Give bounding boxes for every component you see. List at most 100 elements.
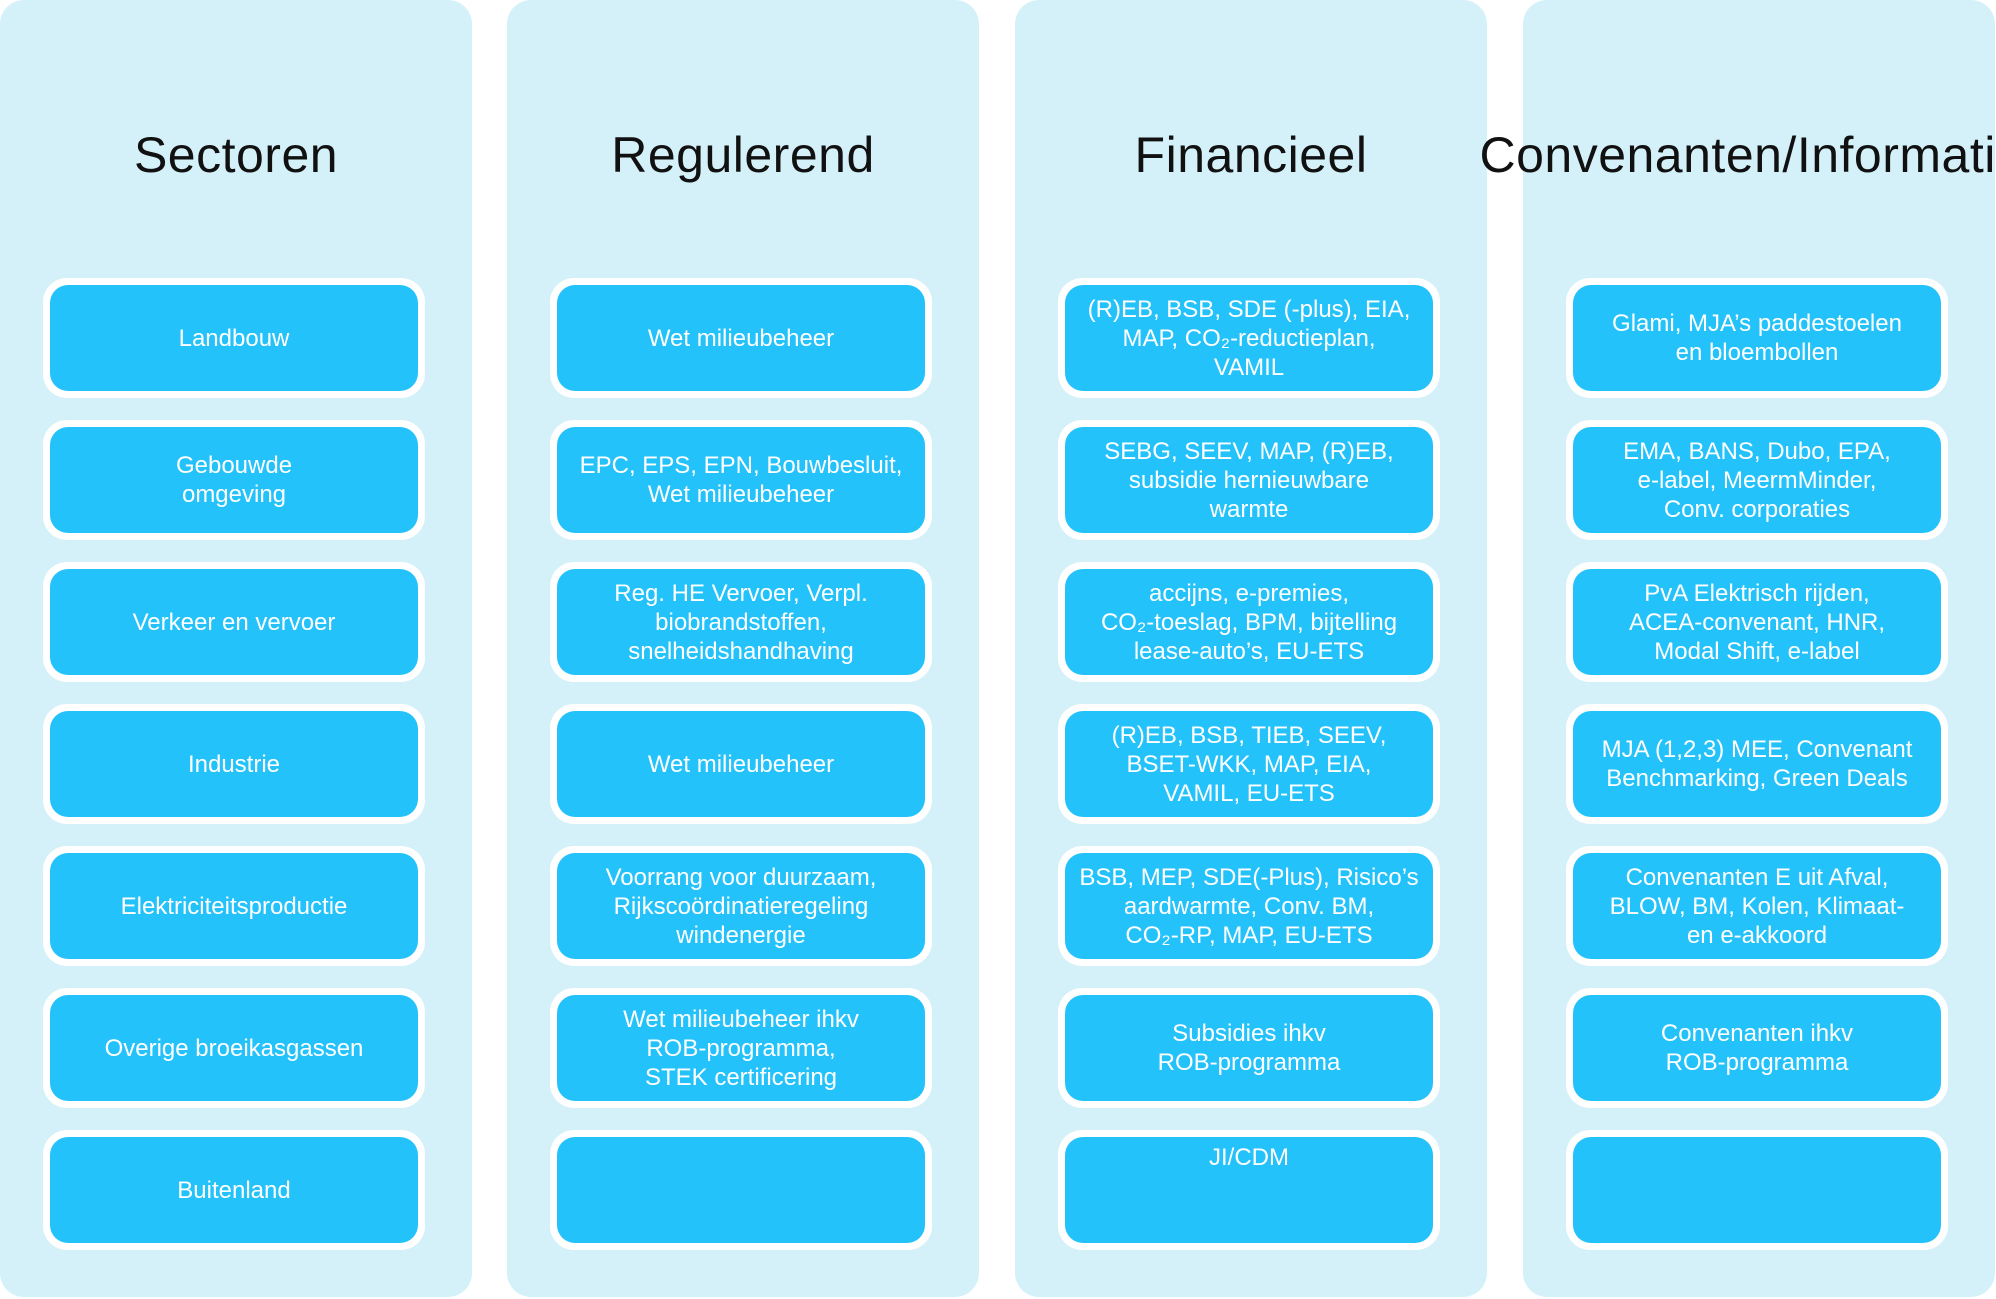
- cell-text-line: omgeving: [181, 481, 287, 508]
- cell-box: Industrie: [43, 704, 425, 824]
- cell-text-line: Convenanten ihkv: [1660, 1020, 1854, 1047]
- cell-text-line: Voorrang voor duurzaam,: [605, 863, 877, 891]
- column-title: Convenanten/Informatief: [1479, 90, 1996, 220]
- cell-text-line: Wet milieubeheer: [647, 750, 835, 778]
- column-title-line: Informatief: [1796, 127, 1996, 183]
- cell-box: EMA, BANS, Dubo, EPA,e-label, MeermMinde…: [1566, 420, 1948, 540]
- column-title-line: Financieel: [1134, 127, 1368, 183]
- cell-text-line: Conv. corporaties: [1663, 495, 1851, 523]
- cell-text-line: MAP, CO₂-reductieplan,: [1122, 324, 1376, 352]
- cell-text-line: BSET-WKK, MAP, EIA,: [1126, 750, 1372, 778]
- cell-text-line: Industrie: [187, 750, 281, 778]
- cell-text-line: (R)EB, BSB, TIEB, SEEV,: [1111, 721, 1387, 749]
- cell-box: Landbouw: [43, 278, 425, 398]
- cell-content: Overige broeikasgassen: [50, 995, 418, 1101]
- cell-content: EMA, BANS, Dubo, EPA,e-label, MeermMinde…: [1573, 427, 1941, 533]
- cell-text-line: windenergie: [676, 921, 806, 949]
- cell-text-line: Elektriciteitsproductie: [120, 892, 348, 920]
- cell-text-line: Gebouwde: [175, 452, 293, 479]
- cell-text-line: e-label, MeermMinder,: [1637, 466, 1877, 494]
- cell-text-line: Wet milieubeheer ihkv: [623, 1005, 859, 1033]
- cell-text-line: ACEA-convenant, HNR,: [1628, 608, 1886, 636]
- cell-text-line: lease-auto’s, EU-ETS: [1133, 637, 1365, 665]
- cell-text-line: Landbouw: [178, 324, 290, 352]
- cell-text-line: Reg. HE Vervoer, Verpl.: [614, 579, 868, 607]
- cell-text-line: Wet milieubeheer: [647, 481, 835, 508]
- cell-content: Verkeer en vervoer: [50, 569, 418, 675]
- cell-text-line: Wet milieubeheer: [647, 324, 835, 352]
- cell-text-line: EPC, EPS, EPN, Bouwbesluit,: [579, 452, 903, 479]
- cell-text-line: PvA Elektrisch rijden,: [1644, 579, 1870, 607]
- cell-box: Wet milieubeheer: [550, 704, 932, 824]
- cell-text-line: CO₂-toeslag, BPM, bijtelling: [1100, 608, 1398, 636]
- cell-content: Landbouw: [50, 285, 418, 391]
- cell-content: (R)EB, BSB, SDE (-plus), EIA,MAP, CO₂-re…: [1065, 285, 1433, 391]
- column-title-line: Sectoren: [133, 127, 339, 183]
- cell-box: Elektriciteitsproductie: [43, 846, 425, 966]
- cell-text-line: ROB-programma,: [646, 1034, 836, 1062]
- cell-box: Wet milieubeheer: [550, 278, 932, 398]
- cell-text-line: (R)EB, BSB, SDE (-plus), EIA,: [1087, 295, 1411, 323]
- cell-text-line: snelheidshandhaving: [628, 637, 854, 665]
- cell-box: EPC, EPS, EPN, Bouwbesluit,Wet milieubeh…: [550, 420, 932, 540]
- cell-content: PvA Elektrisch rijden,ACEA-convenant, HN…: [1573, 569, 1941, 675]
- cell-content: Voorrang voor duurzaam,Rijkscoördinatier…: [557, 853, 925, 959]
- cell-box: Voorrang voor duurzaam,Rijkscoördinatier…: [550, 846, 932, 966]
- cell-text-line: BLOW, BM, Kolen, Klimaat-: [1609, 892, 1905, 920]
- cell-text-line: Overige broeikasgassen: [104, 1034, 364, 1062]
- cell-box: [1566, 1130, 1948, 1250]
- cell-text-line: subsidie hernieuwbare: [1128, 466, 1370, 494]
- cell-box: [550, 1130, 932, 1250]
- cell-box: accijns, e-premies,CO₂-toeslag, BPM, bij…: [1058, 562, 1440, 682]
- cell-content: Elektriciteitsproductie: [50, 853, 418, 959]
- cell-box: JI/CDM: [1058, 1130, 1440, 1250]
- cell-text-line: Glami, MJA’s paddestoelen: [1612, 310, 1902, 337]
- cell-text-line: VAMIL, EU-ETS: [1163, 779, 1335, 807]
- cell-text-line: ROB-programma: [1665, 1049, 1849, 1076]
- cell-text-line: MJA (1,2,3) MEE, Convenant: [1601, 736, 1913, 763]
- column-convenanten-informatief: Convenanten/Informatief Glami, MJA’s pad…: [1479, 0, 1996, 1297]
- cell-text-line: EMA, BANS, Dubo, EPA,: [1623, 437, 1891, 465]
- cell-text-line: Subsidies ihkv: [1172, 1020, 1326, 1047]
- cell-box: SEBG, SEEV, MAP, (R)EB,subsidie hernieuw…: [1058, 420, 1440, 540]
- cell-text-line: VAMIL: [1213, 353, 1285, 381]
- cell-box: Convenanten E uit Afval,BLOW, BM, Kolen,…: [1566, 846, 1948, 966]
- cell-content: Convenanten E uit Afval,BLOW, BM, Kolen,…: [1573, 853, 1941, 959]
- cell-text-line: Convenanten E uit Afval,: [1625, 863, 1889, 891]
- column-title-line: Convenanten/: [1479, 127, 1797, 183]
- cell-text-line: ROB-programma: [1157, 1049, 1341, 1076]
- cell-content: Reg. HE Vervoer, Verpl.biobrandstoffen,s…: [557, 569, 925, 675]
- cell-text-line: Benchmarking, Green Deals: [1606, 765, 1908, 792]
- cell-box: Verkeer en vervoer: [43, 562, 425, 682]
- cell-content: Wet milieubeheer: [557, 285, 925, 391]
- cell-text-line: CO₂-RP, MAP, EU-ETS: [1125, 921, 1373, 949]
- column-financieel: Financieel (R)EB, BSB, SDE (-plus), EIA,…: [1015, 0, 1487, 1297]
- cell-content: (R)EB, BSB, TIEB, SEEV,BSET-WKK, MAP, EI…: [1065, 711, 1433, 817]
- cell-text-line: Verkeer en vervoer: [132, 608, 336, 636]
- cell-content: Wet milieubeheer: [557, 711, 925, 817]
- cell-content: SEBG, SEEV, MAP, (R)EB,subsidie hernieuw…: [1065, 427, 1433, 533]
- cell-box: (R)EB, BSB, TIEB, SEEV,BSET-WKK, MAP, EI…: [1058, 704, 1440, 824]
- cell-text-line: biobrandstoffen,: [655, 608, 827, 636]
- cell-text-line: accijns, e-premies,: [1148, 579, 1350, 607]
- column-title: Sectoren: [0, 90, 472, 220]
- cell-content: EPC, EPS, EPN, Bouwbesluit,Wet milieubeh…: [557, 427, 925, 533]
- cell-box: Buitenland: [43, 1130, 425, 1250]
- cell-text-line: Buitenland: [177, 1176, 291, 1204]
- cell-content: [557, 1137, 925, 1243]
- cell-content: [1573, 1137, 1941, 1243]
- cell-text-line: en bloembollen: [1675, 339, 1839, 366]
